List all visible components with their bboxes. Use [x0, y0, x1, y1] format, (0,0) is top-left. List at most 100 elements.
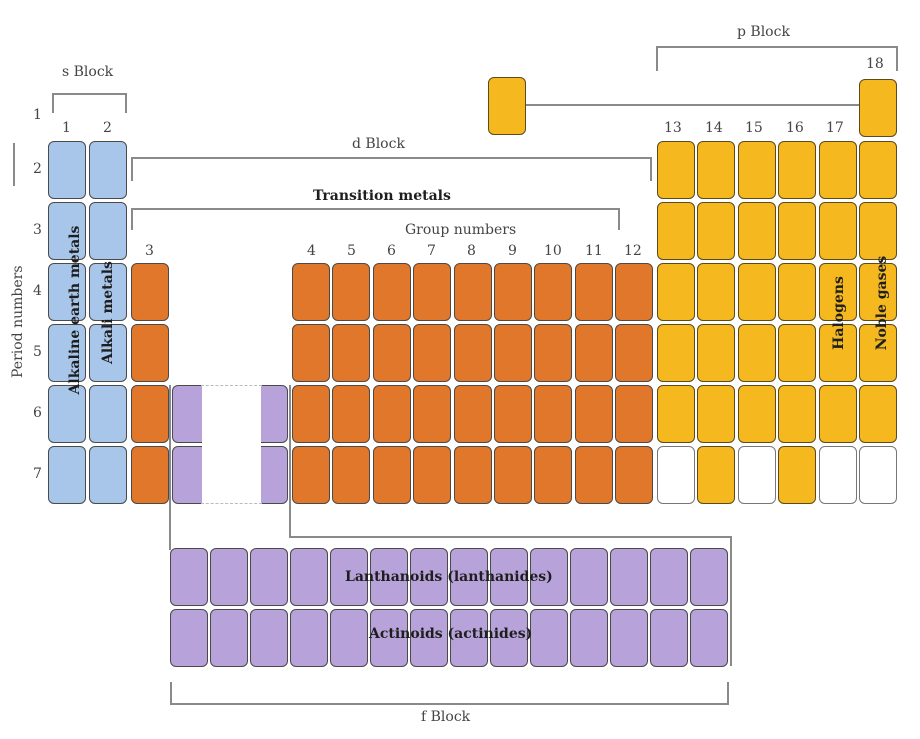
- lanthanoid-cell: [330, 548, 368, 606]
- d-block-cell: [494, 263, 532, 321]
- p-block-cell: [859, 385, 897, 443]
- s-block-cell: [48, 202, 86, 260]
- s-block-cell: [48, 263, 86, 321]
- d-block-cell: [574, 263, 613, 321]
- p-block-cell: [738, 324, 776, 382]
- d-block-cell: [131, 385, 169, 443]
- d-block-bracket: [131, 157, 652, 159]
- bracket-line: [170, 682, 172, 704]
- s-block-cell: [48, 324, 86, 382]
- d-block-cell: [372, 385, 411, 443]
- d-block-cell: [615, 385, 654, 443]
- bracket-line: [656, 46, 658, 71]
- actinoids-label: Actinoids (actinides): [369, 626, 533, 642]
- group-label-15: 15: [745, 120, 763, 136]
- p-block-cell: [657, 141, 695, 199]
- p-block-label: p Block: [737, 24, 790, 40]
- empty-cell: [738, 446, 776, 504]
- d-block-cell: [574, 385, 613, 443]
- f-block-inset-cell: [261, 446, 288, 504]
- p-block-cell: [657, 263, 695, 321]
- d-block-cell: [332, 324, 371, 382]
- d-block-cell: [332, 446, 371, 504]
- hydrogen-helium-connector: [526, 104, 859, 106]
- p-block-cell: [697, 202, 735, 260]
- p-block-cell: [819, 202, 857, 260]
- actinoid-cell: [530, 609, 568, 667]
- actinoid-cell: [450, 609, 488, 667]
- period-label-3: 3: [33, 222, 42, 238]
- p-block-cell: [859, 141, 897, 199]
- p-block-cell: [819, 141, 857, 199]
- p-block-cell: [738, 141, 776, 199]
- p-block-cell: [859, 263, 897, 321]
- p-block-cell: [697, 446, 735, 504]
- lanthanoid-cell: [490, 548, 528, 606]
- actinoid-cell: [290, 609, 328, 667]
- d-block-cell: [413, 324, 452, 382]
- bracket-line: [131, 157, 133, 181]
- transition-metals-bracket: [131, 208, 620, 210]
- d-block-cell: [574, 446, 613, 504]
- d-block-cell: [372, 446, 411, 504]
- empty-cell: [819, 446, 857, 504]
- group-label-5: 5: [347, 243, 356, 259]
- actinoid-cell: [210, 609, 248, 667]
- period-label-5: 5: [33, 344, 42, 360]
- p-block-cell: [657, 202, 695, 260]
- p-block-cell: [859, 202, 897, 260]
- d-block-cell: [131, 263, 169, 321]
- d-block-cell: [292, 324, 330, 382]
- group-label-3: 3: [145, 243, 154, 259]
- actinoid-cell: [170, 609, 208, 667]
- hydrogen-cell: [488, 77, 526, 135]
- p-block-cell: [657, 385, 695, 443]
- lanthanoid-cell: [650, 548, 688, 606]
- p-block-cell: [859, 324, 897, 382]
- lanthanoid-cell: [690, 548, 728, 606]
- bracket-line: [289, 536, 732, 538]
- bracket-line: [730, 536, 732, 666]
- p-block-cell: [657, 324, 695, 382]
- actinoid-cell: [650, 609, 688, 667]
- d-block-cell: [453, 385, 492, 443]
- d-block-cell: [453, 263, 492, 321]
- f-block-inset-cell: [172, 446, 202, 504]
- lanthanoid-cell: [570, 548, 608, 606]
- group-label-10: 10: [544, 243, 562, 259]
- lanthanoid-cell: [410, 548, 448, 606]
- bracket-line: [727, 682, 729, 704]
- lanthanoids-label: Lanthanoids (lanthanides): [345, 569, 553, 585]
- actinoid-cell: [490, 609, 528, 667]
- s-block-cell: [48, 141, 86, 199]
- s-block-cell: [89, 446, 127, 504]
- d-block-cell: [534, 385, 573, 443]
- group-label-1: 1: [62, 120, 71, 136]
- p-block-cell: [819, 263, 857, 321]
- f-block-gap: [201, 385, 262, 504]
- empty-cell: [657, 446, 695, 504]
- actinoid-cell: [410, 609, 448, 667]
- f-block-connector-right: [289, 385, 291, 538]
- transition-metals-label: Transition metals: [313, 188, 451, 204]
- group-label-18: 18: [866, 56, 884, 72]
- d-block-cell: [534, 446, 573, 504]
- d-block-cell: [453, 324, 492, 382]
- d-block-cell: [372, 263, 411, 321]
- lanthanoid-cell: [210, 548, 248, 606]
- period-numbers-label: Period numbers: [10, 265, 26, 378]
- bracket-line: [125, 93, 127, 113]
- f-block-inset-cell: [261, 385, 288, 443]
- s-block-cell: [48, 385, 86, 443]
- d-block-cell: [292, 385, 330, 443]
- d-block-cell: [615, 324, 654, 382]
- s-block-cell: [89, 141, 127, 199]
- f-block-bracket: [170, 703, 729, 705]
- period-label-6: 6: [33, 405, 42, 421]
- p-block-cell: [738, 263, 776, 321]
- s-block-cell: [89, 263, 127, 321]
- d-block-cell: [494, 324, 532, 382]
- edge-fragment: [13, 143, 15, 186]
- lanthanoid-cell: [170, 548, 208, 606]
